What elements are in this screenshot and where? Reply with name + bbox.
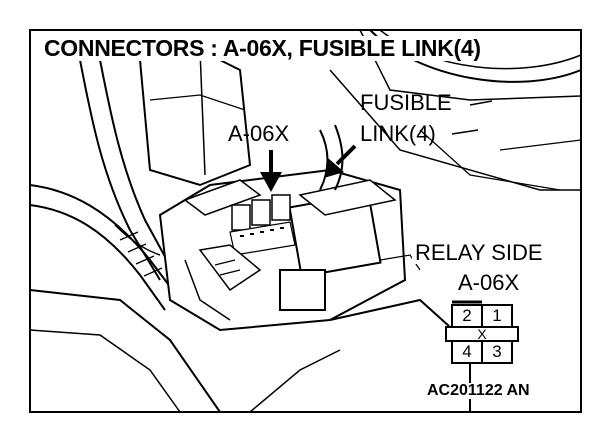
pin-2: 2 xyxy=(462,306,472,325)
border xyxy=(29,29,582,413)
arrow-a06x xyxy=(260,150,282,192)
label-connector-name: A-06X xyxy=(456,270,522,295)
pin-4: 4 xyxy=(462,342,472,361)
label-link4: LINK(4) xyxy=(360,121,436,146)
figure-code: AC201122 AN xyxy=(424,383,533,399)
label-relay-side: RELAY SIDE xyxy=(412,242,546,264)
lock-mark: X xyxy=(477,326,487,342)
pin-1: 1 xyxy=(492,306,502,325)
label-fusible: FUSIBLE xyxy=(360,90,452,115)
pin-3: 3 xyxy=(492,342,502,361)
label-a06x-pointer: A-06X xyxy=(228,121,290,146)
connector-face-diagram xyxy=(445,300,523,364)
arrow-fusible-link xyxy=(324,144,357,178)
diagram-title: CONNECTORS : A-06X, FUSIBLE LINK(4) xyxy=(40,36,485,61)
